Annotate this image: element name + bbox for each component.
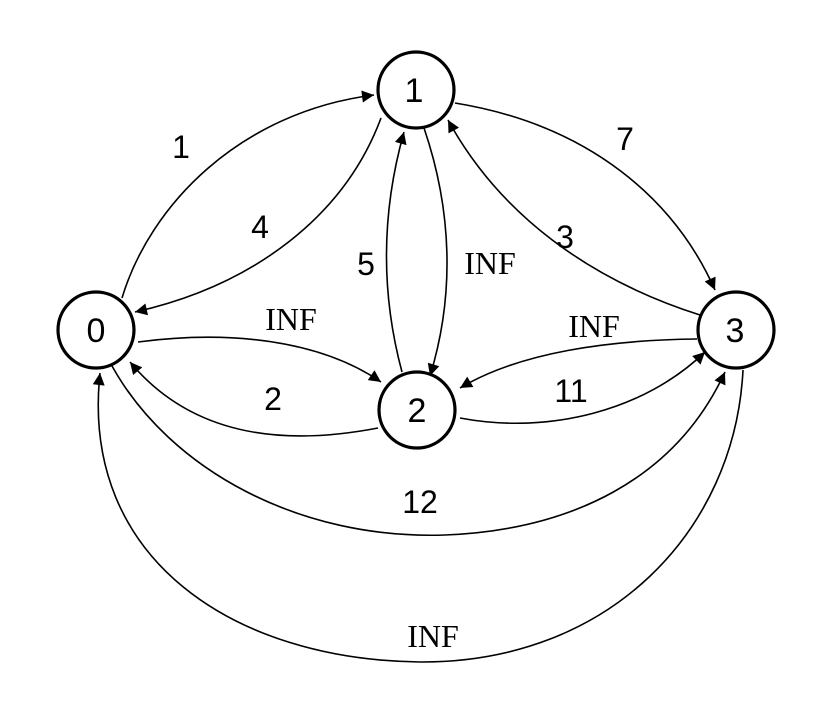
edge-0-2: [137, 336, 382, 383]
node-2-label: 2: [408, 392, 427, 430]
weight-3-2: INF: [568, 308, 620, 344]
weight-2-1: 5: [357, 246, 375, 282]
node-1-label: 1: [405, 72, 424, 110]
weight-3-1: 3: [556, 219, 574, 255]
weight-2-3: 11: [554, 373, 587, 409]
node-2: 2: [377, 370, 457, 450]
edge-2-3: [459, 351, 706, 424]
node-0-label: 0: [87, 312, 106, 350]
node-3-label: 3: [726, 312, 745, 350]
edge-1-0: [134, 117, 382, 316]
node-0: 0: [56, 290, 136, 370]
weight-1-2: INF: [464, 245, 516, 281]
weight-2-0: 2: [264, 381, 282, 417]
weight-0-2: INF: [265, 301, 317, 337]
edge-3-2: [459, 338, 698, 389]
edge-2-1: [385, 131, 407, 373]
edge-weights: 1 4 7 3 5 INF INF 2 INF 11 12 INF: [172, 121, 634, 654]
weight-0-1: 1: [172, 129, 190, 165]
nodes: 0 1 2 3: [56, 50, 776, 450]
edge-2-0: [129, 361, 379, 437]
edges: [92, 90, 744, 663]
edge-0-3: [111, 365, 726, 537]
edge-1-2: [423, 127, 448, 377]
node-1: 1: [376, 50, 456, 130]
weight-0-3: 12: [402, 484, 438, 520]
weight-1-3: 7: [616, 121, 634, 157]
weight-3-0: INF: [407, 618, 459, 654]
weight-1-0: 4: [251, 209, 269, 245]
edge-3-0: [92, 369, 744, 663]
edge-0-1: [121, 90, 375, 299]
node-3: 3: [696, 290, 776, 370]
edge-1-3: [454, 102, 716, 291]
edge-3-1: [447, 119, 701, 316]
